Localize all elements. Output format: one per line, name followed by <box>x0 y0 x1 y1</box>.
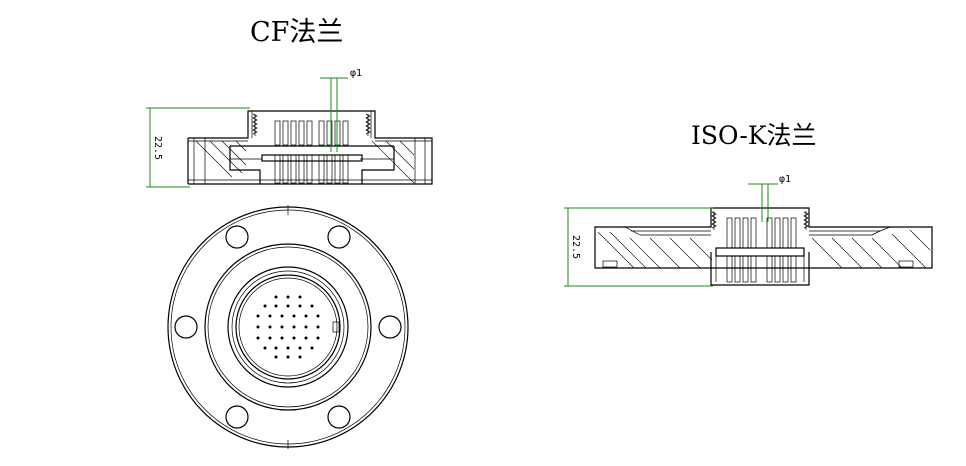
bolt-hole <box>174 315 198 339</box>
iso-side-view: φ1 22.5 <box>564 174 933 287</box>
cf-diameter-label: φ1 <box>350 68 362 79</box>
bolt-hole <box>327 225 351 249</box>
pin-grid <box>256 295 320 359</box>
bolt-hole <box>378 315 402 339</box>
bolt-hole <box>225 225 249 249</box>
iso-diameter-label: φ1 <box>779 174 791 185</box>
iso-flange-title: ISO-K法兰 <box>691 121 817 150</box>
iso-height-label: 22.5 <box>570 235 581 259</box>
cf-flange-title: CF法兰 <box>250 17 344 48</box>
bolt-hole <box>225 405 249 429</box>
cf-side-view: φ1 22.5 <box>146 68 433 188</box>
bolt-hole <box>327 405 351 429</box>
cf-height-label: 22.5 <box>152 136 163 160</box>
cf-front-view <box>167 205 409 449</box>
